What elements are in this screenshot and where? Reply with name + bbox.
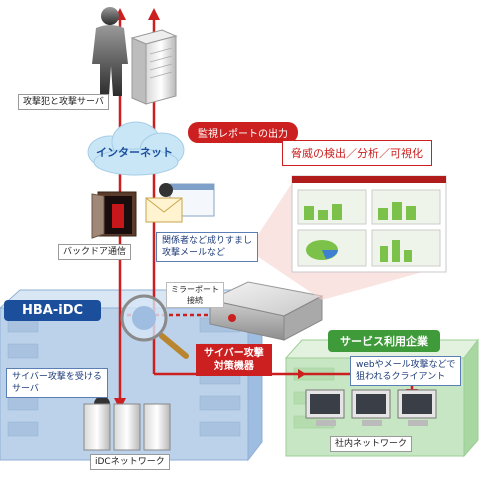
envelope-icon	[145, 183, 215, 223]
server-tower-icon	[130, 29, 178, 105]
cyber-device-label: サイバー攻撃 対策機器	[196, 344, 272, 376]
report-screen-icon	[248, 175, 447, 300]
attacker-label: 攻撃犯と攻撃サーバ	[18, 94, 109, 110]
person-silhouette-icon	[92, 7, 128, 96]
service-company-label: サービス利用企業	[328, 330, 440, 352]
attacked-server-label: サイバー攻撃を受ける サーバ	[6, 368, 108, 398]
appliance-icon	[208, 281, 324, 341]
threat-detect-label: 脅威の検出／分析／可視化	[282, 140, 432, 166]
internal-network-label: 社内ネットワーク	[330, 436, 413, 452]
backdoor-label: バックドア通信	[58, 244, 132, 260]
mirror-port-label: ミラーポート 接続	[166, 282, 224, 308]
idc-servers	[83, 403, 171, 451]
cloud-icon	[87, 121, 185, 176]
internet-label: インターネット	[96, 146, 173, 159]
spoof-mail-label: 関係者など成りすまし 攻撃メールなど	[156, 232, 259, 262]
targeted-client-label: webやメール攻撃などで 狙われるクライアント	[350, 356, 462, 386]
monitor-report-label: 監視レポートの出力	[188, 122, 298, 143]
hba-idc-label: HBA-iDC	[4, 300, 102, 321]
door-icon	[91, 191, 137, 239]
idc-network-label: iDCネットワーク	[90, 454, 170, 470]
magnifier-icon	[120, 294, 189, 359]
computer-icon	[305, 389, 437, 426]
